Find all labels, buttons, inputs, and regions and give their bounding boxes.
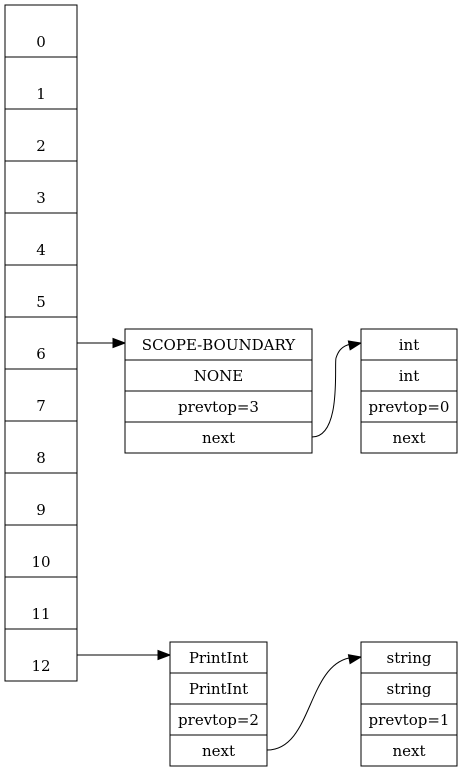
stack-cell-8: 8 <box>4 420 78 474</box>
record-field: prevtop=1 <box>360 703 458 736</box>
record-field-label: SCOPE-BOUNDARY <box>142 336 296 354</box>
stack-cell-label: 0 <box>36 33 46 51</box>
record-field: NONE <box>124 359 313 392</box>
stack-cell-11: 11 <box>4 576 78 630</box>
record-field: prevtop=0 <box>360 390 458 423</box>
arrowhead <box>347 654 363 665</box>
stack-cell-label: 5 <box>36 293 46 311</box>
record-field-label: int <box>399 367 420 385</box>
record-field: int <box>360 328 458 361</box>
record-field: int <box>360 359 458 392</box>
record-field-label: next <box>202 742 235 760</box>
stack-cell-2: 2 <box>4 108 78 162</box>
stack-cell-label: 4 <box>36 241 46 259</box>
stack-cell-label: 9 <box>36 501 46 519</box>
stack-cell-label: 12 <box>31 657 50 675</box>
record-field: prevtop=3 <box>124 390 313 423</box>
record-field: PrintInt <box>169 672 268 705</box>
record-field-label: PrintInt <box>189 649 248 667</box>
int-record: int int prevtop=0 next <box>360 328 458 454</box>
arrowhead <box>112 337 127 349</box>
record-field: string <box>360 672 458 705</box>
record-field-label: NONE <box>194 367 244 385</box>
record-field: SCOPE-BOUNDARY <box>124 328 313 361</box>
records: SCOPE-BOUNDARY NONE prevtop=3 next int int pre… <box>124 328 458 767</box>
record-field-label: string <box>387 680 432 698</box>
record-field-label: int <box>399 336 420 354</box>
pointer-edges <box>77 337 363 751</box>
record-field: next <box>360 421 458 454</box>
record-field-label: prevtop=0 <box>369 398 450 416</box>
record-field: next <box>124 421 313 454</box>
stack-cell-3: 3 <box>4 160 78 214</box>
record-field: string <box>360 641 458 674</box>
edge-scope-boundary-next-to-int <box>311 340 363 438</box>
record-field: prevtop=2 <box>169 703 268 736</box>
record-field-label: prevtop=2 <box>178 711 259 729</box>
stack-cell-7: 7 <box>4 368 78 422</box>
record-field: next <box>360 734 458 767</box>
stack-cell-label: 10 <box>31 553 50 571</box>
record-field-label: PrintInt <box>189 680 248 698</box>
stack-cell-label: 8 <box>36 449 46 467</box>
stack-cell-label: 6 <box>36 345 46 363</box>
record-field: PrintInt <box>169 641 268 674</box>
string-record: string string prevtop=1 next <box>360 641 458 767</box>
arrowhead <box>347 340 363 351</box>
stack-cell-label: 1 <box>36 85 46 103</box>
stack-cell-10: 10 <box>4 524 78 578</box>
record-field-label: next <box>392 742 425 760</box>
stack-cell-label: 11 <box>31 605 50 623</box>
record-field-label: prevtop=1 <box>369 711 450 729</box>
arrowhead <box>157 649 172 661</box>
record-field: next <box>169 734 268 767</box>
record-field-label: prevtop=3 <box>178 398 259 416</box>
edge-printint-next-to-string <box>266 654 363 751</box>
stack-cell-9: 9 <box>4 472 78 526</box>
stack-cell-label: 2 <box>36 137 46 155</box>
record-field-label: next <box>202 429 235 447</box>
stack-cell-label: 3 <box>36 189 46 207</box>
stack-cell-12: 12 <box>4 628 78 682</box>
stack-cell-0: 0 <box>4 4 78 58</box>
stack-cell-4: 4 <box>4 212 78 266</box>
record-field-label: string <box>387 649 432 667</box>
edge-stack-12-to-printint <box>77 649 172 661</box>
stack-cell-5: 5 <box>4 264 78 318</box>
stack-cell-1: 1 <box>4 56 78 110</box>
edge-stack-6-to-scope-boundary <box>77 337 127 349</box>
scope-boundary-record: SCOPE-BOUNDARY NONE prevtop=3 next <box>124 328 313 454</box>
stack-cell-6: 6 <box>4 316 78 370</box>
stack-cell-label: 7 <box>36 397 46 415</box>
record-field-label: next <box>392 429 425 447</box>
